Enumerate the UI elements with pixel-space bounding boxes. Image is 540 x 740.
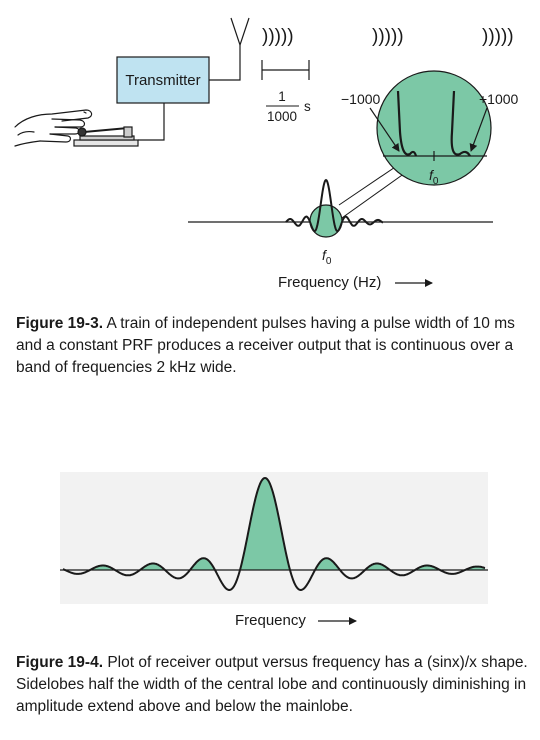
zoom-target-circle <box>309 204 343 238</box>
center-freq-symbol: f <box>429 167 435 183</box>
telegraph-key-icon <box>73 126 139 147</box>
center-freq-label-axis: f0 <box>322 247 332 267</box>
figure-19-4-caption-label: Figure 19-4. <box>16 654 103 671</box>
center-freq-label-magnified: f0 <box>429 167 439 187</box>
sinc-positive-fill <box>63 478 485 570</box>
magnified-lobe-edge-left <box>396 90 418 157</box>
figure-19-3-caption: Figure 19-3. A train of independent puls… <box>16 313 528 379</box>
figure-19-3-caption-label: Figure 19-3. <box>16 315 103 332</box>
pulse-wave-2: ))))) <box>372 26 404 47</box>
x-axis-label-19-4: Frequency <box>235 612 306 629</box>
center-freq-symbol-axis: f <box>322 247 328 263</box>
magnified-view-circle <box>376 70 492 186</box>
sideband-right-label: +1000 <box>479 91 519 107</box>
key-wire <box>138 103 165 141</box>
x-axis-label-19-3: Frequency (Hz) <box>278 274 381 291</box>
sideband-left-arrow <box>369 107 400 152</box>
magnified-lobe-edge-right <box>450 90 471 157</box>
sinc-waveform-19-4 <box>62 476 486 591</box>
figure-19-4: Frequency <box>60 472 488 629</box>
figure-19-4-caption: Figure 19-4. Plot of receiver output ver… <box>16 652 528 718</box>
center-freq-subscript: 0 <box>433 176 439 187</box>
transmitter-label: Transmitter <box>125 72 200 89</box>
transmitter-box <box>116 56 210 104</box>
sideband-right-arrow <box>469 107 488 152</box>
pulse-wave-3: ))))) <box>482 26 514 47</box>
antenna-wire <box>209 45 241 81</box>
pulse-period-numerator: 1 <box>278 89 286 104</box>
figure-19-4-caption-text: Plot of receiver output versus frequency… <box>16 654 528 715</box>
pulse-period-unit: s <box>304 99 311 114</box>
hand-icon <box>14 109 93 147</box>
antenna-icon <box>230 17 250 47</box>
sideband-left-label: −1000 <box>341 91 381 107</box>
figure-19-3: Transmitter ))))) ))))) ))))) 1 1000 s <box>14 17 519 291</box>
pulse-wave-1: ))))) <box>262 26 294 47</box>
spectrum-waveform-19-3 <box>285 178 384 233</box>
pulse-period-denominator: 1000 <box>267 109 297 124</box>
pulse-period-bracket <box>261 60 310 80</box>
figure-19-3-caption-text: A train of independent pulses having a p… <box>16 315 515 376</box>
center-freq-subscript-axis: 0 <box>326 256 332 267</box>
